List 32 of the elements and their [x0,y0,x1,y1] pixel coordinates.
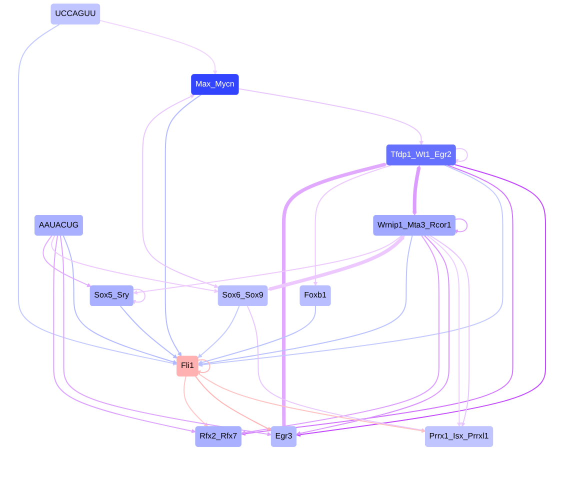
arrow [238,88,424,146]
arrow [51,235,219,294]
arrow [18,24,178,366]
arrow [42,235,92,287]
arrow [198,306,316,365]
arrow [454,148,468,164]
arrow [454,218,468,234]
arrow [267,236,405,291]
arrow [296,235,450,436]
arrow [412,165,421,216]
arrow [195,376,272,431]
arrow [430,235,470,427]
arrow [198,236,413,366]
arrow [241,235,440,435]
arrow [196,359,210,374]
arrow [241,164,514,436]
arrow [282,162,388,427]
arrow [53,236,196,434]
arrow [142,94,219,288]
arrow [198,306,240,358]
arrow [164,94,202,357]
arrow [100,20,218,75]
arrow [60,236,272,436]
arrow [183,376,208,427]
arrow [133,235,402,295]
arrow [198,164,504,367]
arrow [313,164,392,286]
arrow [120,306,178,359]
arrow [62,235,178,364]
arrow [198,373,426,433]
arrow [296,164,546,437]
arrow [427,235,462,427]
